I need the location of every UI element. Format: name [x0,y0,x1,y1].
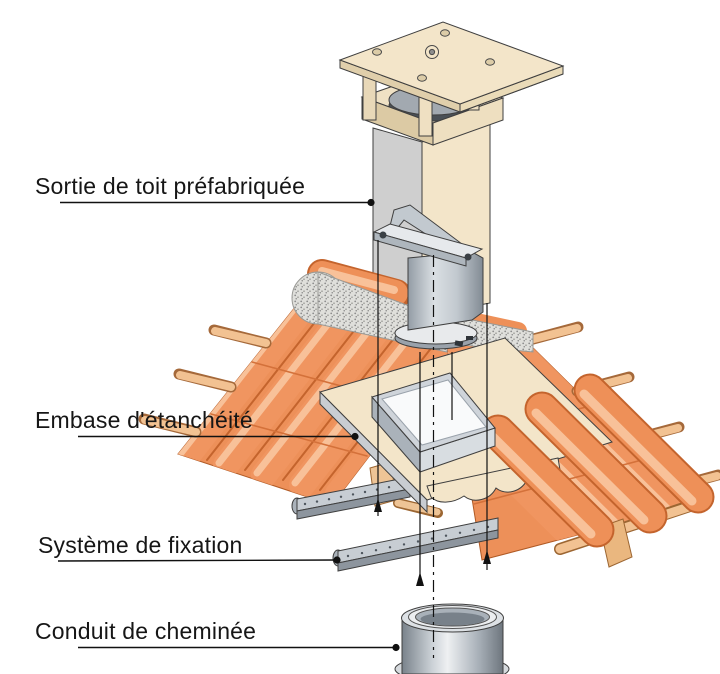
label-embase-etancheite: Embase d'étanchéité [35,407,253,433]
chimney-cap [338,21,565,146]
cap-screws [372,29,495,82]
fixing-rail-lower [332,517,499,572]
label-systeme-fixation: Système de fixation [38,532,243,558]
leader-conduit [78,643,400,652]
alignment-lines [374,240,491,658]
flue-pipe [394,603,510,674]
label-sortie-de-toit: Sortie de toit préfabriquée [35,173,306,199]
leader-embase [78,432,359,441]
leader-fixation [57,556,341,564]
label-conduit-cheminee: Conduit de cheminée [35,618,257,644]
leader-sortie [60,198,375,207]
metal-connector [372,204,484,350]
roof-tiles-front-row [480,373,715,548]
leader-lines [57,198,400,652]
